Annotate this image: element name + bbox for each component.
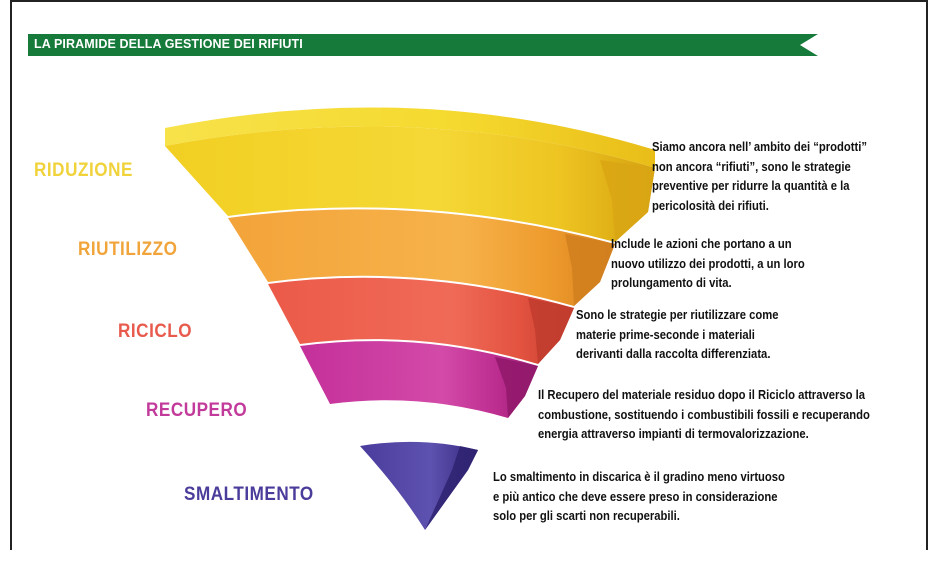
level-label-riciclo: RICICLO	[118, 321, 193, 342]
desc-line: nuovo utilizzo dei prodotti, a un loro	[611, 256, 805, 271]
level-label-riutilizzo: RIUTILIZZO	[78, 239, 178, 260]
tier-riutilizzo	[228, 209, 615, 306]
desc-line: Il Recupero del materiale residuo dopo i…	[538, 388, 865, 402]
desc-line: Lo smaltimento in discarica è il gradino…	[493, 470, 785, 484]
tier-recupero	[300, 341, 538, 418]
desc-line: e più antico che deve essere preso in co…	[493, 489, 778, 504]
desc-line: Include le azioni che portano a un	[611, 237, 792, 251]
tier-smaltimento	[360, 441, 478, 530]
level-label-smaltimento: SMALTIMENTO	[184, 484, 314, 505]
page-title: LA PIRAMIDE DELLA GESTIONE DEI RIFIUTI	[34, 37, 303, 51]
desc-riutilizzo: Include le azioni che portano a un nuovo…	[611, 235, 805, 294]
desc-line: preventive per ridurre la quantità e la	[652, 179, 850, 193]
tier-riduzione	[165, 107, 655, 242]
tier-riciclo	[268, 277, 574, 364]
desc-smaltimento: Lo smaltimento in discarica è il gradino…	[493, 468, 785, 527]
desc-line: Siamo ancora nell’ ambito dei “prodotti”	[652, 140, 868, 154]
desc-line: materie prime-seconde i materiali	[576, 327, 755, 342]
desc-riduzione: Siamo ancora nell’ ambito dei “prodotti”…	[652, 138, 867, 216]
desc-line: solo per gli scarti non recuperabili.	[493, 509, 680, 523]
desc-line: non ancora “rifiuti”, sono le strategie	[652, 159, 851, 174]
level-label-recupero: RECUPERO	[146, 400, 248, 421]
desc-line: prolungamento di vita.	[611, 276, 732, 290]
desc-line: Sono le strategie per riutilizzare come	[576, 308, 779, 322]
level-label-riduzione: RIDUZIONE	[34, 160, 133, 181]
frame-border	[10, 0, 928, 550]
desc-line: pericolosità dei rifiuti.	[652, 198, 769, 213]
desc-line: derivanti dalla raccolta differenziata.	[576, 347, 771, 361]
banner-ribbon	[28, 34, 818, 56]
desc-riciclo: Sono le strategie per riutilizzare come …	[576, 306, 779, 365]
desc-recupero: Il Recupero del materiale residuo dopo i…	[538, 386, 870, 445]
desc-line: energia attraverso impianti di termovalo…	[538, 427, 809, 441]
desc-line: combustione, sostituendo i combustibili …	[538, 407, 870, 422]
title-banner: LA PIRAMIDE DELLA GESTIONE DEI RIFIUTI	[28, 34, 818, 56]
